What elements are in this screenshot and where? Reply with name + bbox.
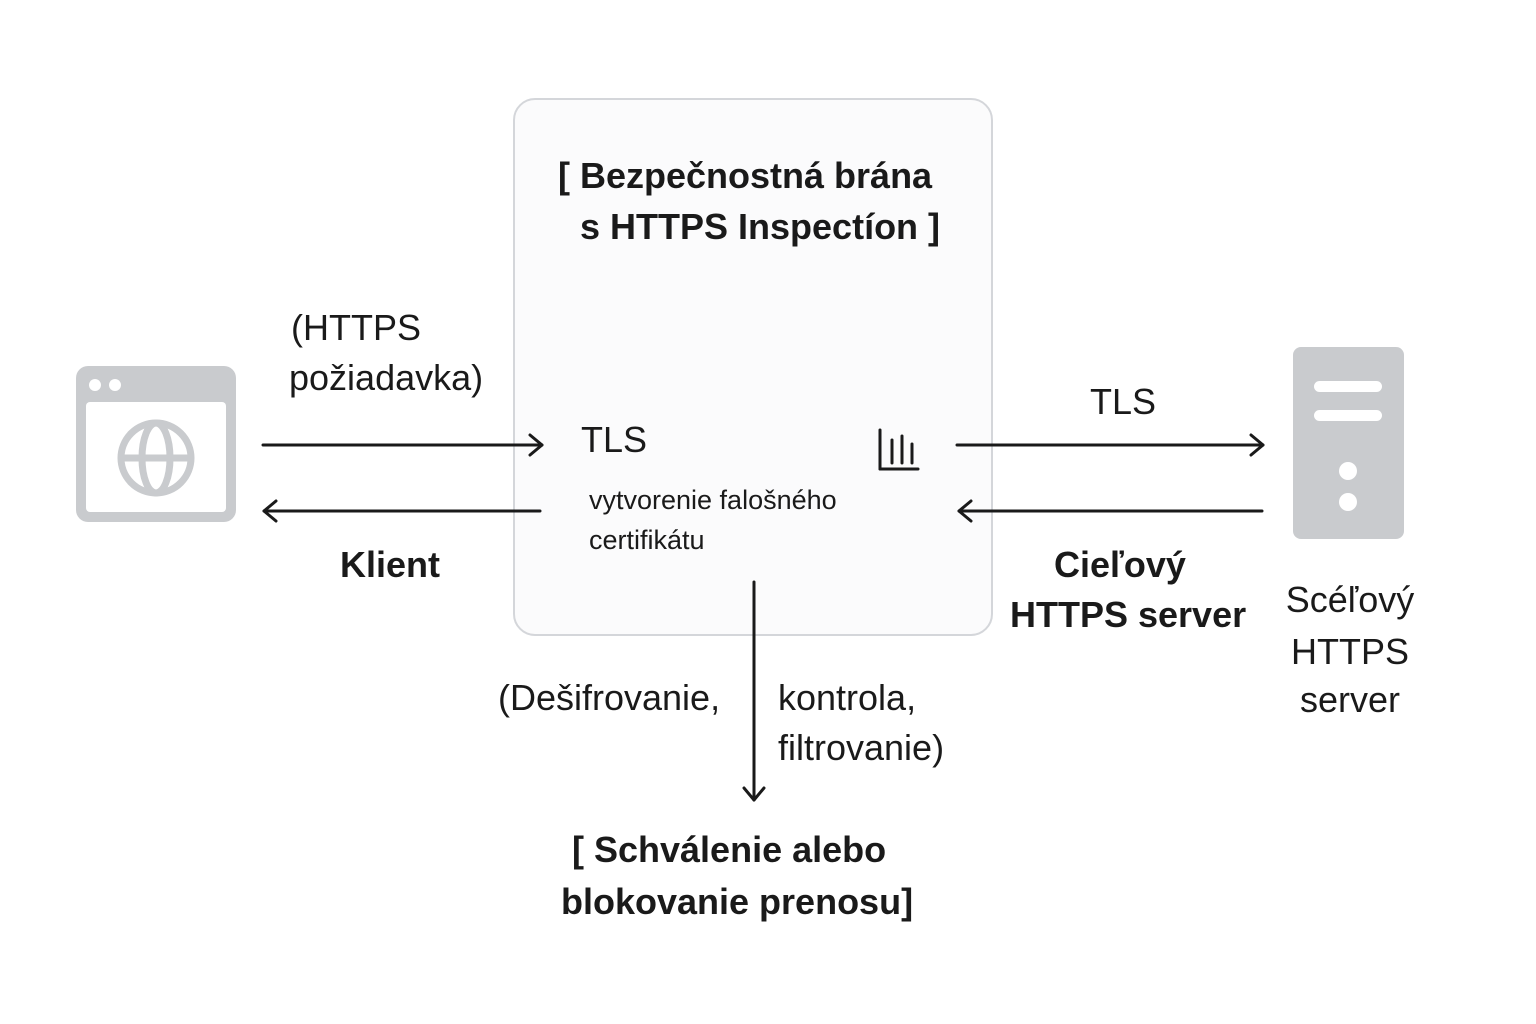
decryption-label: (Dešifrovanie, — [498, 677, 721, 718]
arrow-gateway-to-client — [262, 499, 542, 523]
arrow-server-to-gateway — [957, 499, 1264, 523]
https-request-line1: (HTTPS — [291, 307, 421, 348]
browser-globe-icon — [76, 366, 236, 522]
target-server-line1: Cieľový — [1054, 544, 1186, 585]
gateway-title: [ Bezpečnostná brána s HTTPS Inspectíon … — [548, 150, 968, 252]
gateway-title-line2: s HTTPS Inspectíon ] — [580, 206, 941, 247]
server-caption-line1: Scéľový — [1285, 579, 1415, 620]
arrow-gateway-to-server — [955, 433, 1265, 457]
chart-bars-icon — [878, 428, 920, 471]
gateway-tls-label: TLS — [581, 419, 648, 460]
security-gateway-box — [513, 98, 993, 636]
target-server-line2: HTTPS server — [1010, 594, 1247, 635]
inspection-label-line1: kontrola, — [778, 677, 917, 718]
client-label: Klient — [340, 544, 441, 585]
gateway-title-line1: [ Bezpečnostná brána — [558, 155, 933, 196]
server-icon — [1293, 347, 1404, 539]
server-caption-line3: server — [1299, 679, 1401, 720]
fake-cert-line2: certifikátu — [589, 525, 705, 555]
server-caption-line2: HTTPS — [1290, 631, 1409, 672]
https-request-line2: požiadavka) — [289, 357, 484, 398]
fake-cert-line1: vytvorenie falošného — [589, 485, 837, 515]
arrow-client-to-gateway — [261, 433, 544, 457]
result-line2: blokovanie prenosu] — [561, 881, 914, 922]
server-tls-label: TLS — [1090, 381, 1157, 422]
inspection-label-line2: filtrovanie) — [778, 727, 945, 768]
arrow-gateway-to-result — [742, 580, 766, 802]
result-line1: [ Schválenie alebo — [572, 829, 887, 870]
